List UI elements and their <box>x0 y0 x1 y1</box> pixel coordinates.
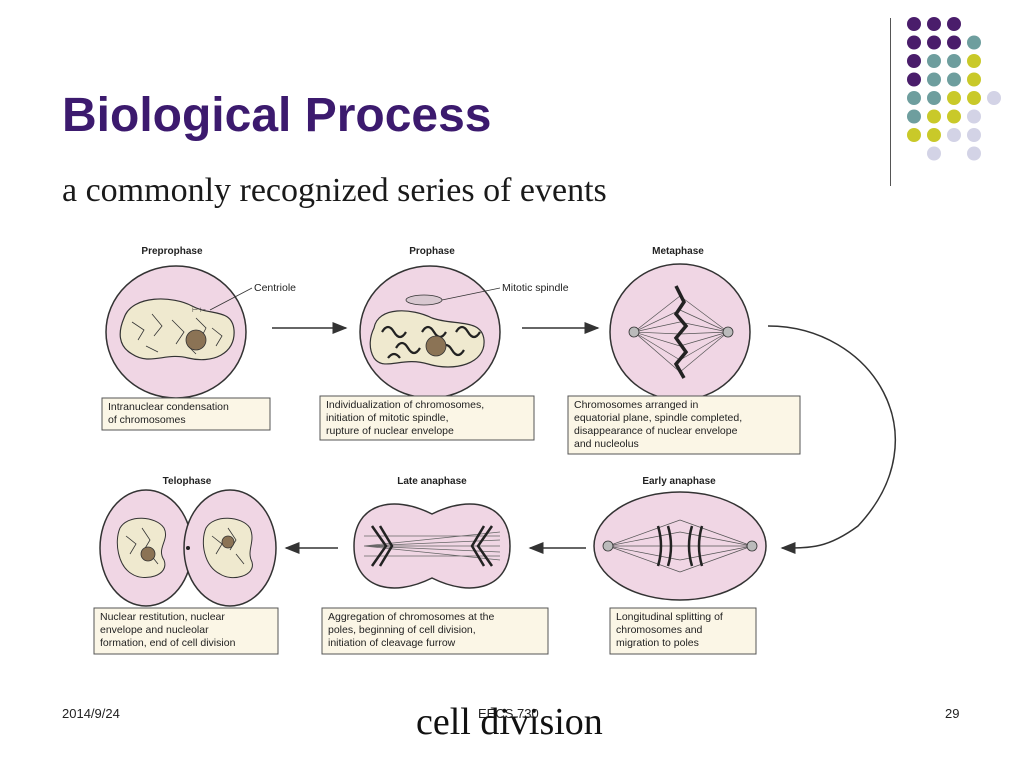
decorative-dot <box>967 54 981 68</box>
svg-text:initiation of cleavage furrow: initiation of cleavage furrow <box>328 637 456 649</box>
slide-subtitle: a commonly recognized series of events <box>62 172 607 209</box>
decorative-dot <box>967 146 981 161</box>
telophase-cells <box>99 489 277 607</box>
svg-text:⊢ ⊢: ⊢ ⊢ <box>192 307 206 314</box>
svg-text:Intranuclear condensation: Intranuclear condensation <box>108 401 229 413</box>
svg-text:equatorial plane, spindle comp: equatorial plane, spindle completed, <box>574 412 742 424</box>
arrow-metaphase-to-early-anaphase <box>767 325 897 554</box>
footer-course: EECS 730 <box>478 706 539 721</box>
decorative-dot <box>927 17 941 31</box>
decorative-dot <box>927 109 941 124</box>
decorative-dot <box>967 35 981 50</box>
svg-text:Chromosomes arranged in: Chromosomes arranged in <box>574 399 698 411</box>
decorative-dot-grid <box>907 17 1001 161</box>
svg-text:Individualization of chromosom: Individualization of chromosomes, <box>326 399 484 411</box>
decorative-dot <box>907 128 921 142</box>
phase-title-prophase: Prophase <box>409 246 455 257</box>
preprophase-cell: ⊢ ⊢ <box>105 265 247 399</box>
svg-text:rupture of nuclear envelope: rupture of nuclear envelope <box>326 425 454 437</box>
centriole-label: Centriole <box>254 282 296 294</box>
description-box-late-anaphase: Aggregation of chromosomes at the poles,… <box>321 607 549 655</box>
svg-text:Nuclear restitution, nuclear: Nuclear restitution, nuclear <box>100 611 225 623</box>
decorative-dot <box>947 109 961 124</box>
decorative-dot <box>927 72 941 87</box>
centriole-pointer <box>209 287 253 311</box>
svg-text:poles, beginning of cell divis: poles, beginning of cell division, <box>328 624 476 636</box>
description-box-early-anaphase: Longitudinal splitting of chromosomes an… <box>609 607 757 655</box>
decorative-dot <box>907 91 921 105</box>
decorative-dot <box>947 54 961 68</box>
decorative-dot <box>947 17 961 31</box>
decorative-dot <box>907 35 921 50</box>
prophase-cell <box>359 265 501 399</box>
diagram-caption: cell division <box>416 701 603 743</box>
decorative-dot <box>907 72 921 87</box>
description-box-metaphase: Chromosomes arranged in equatorial plane… <box>567 395 801 455</box>
metaphase-cell <box>609 263 751 401</box>
decorative-dot <box>927 54 941 68</box>
decorative-dot <box>907 54 921 68</box>
early-anaphase-cell <box>593 491 767 601</box>
description-box-telophase: Nuclear restitution, nuclear envelope an… <box>93 607 279 655</box>
decorative-dot <box>967 128 981 142</box>
description-box-prophase: Individualization of chromosomes, initia… <box>319 395 535 441</box>
decorative-dot <box>947 128 961 142</box>
phase-title-preprophase: Preprophase <box>141 246 203 257</box>
decorative-dot <box>947 35 961 50</box>
svg-text:initiation of mitotic spindle,: initiation of mitotic spindle, <box>326 412 449 424</box>
phase-title-late-anaphase: Late anaphase <box>397 476 467 487</box>
decorative-dot <box>927 35 941 50</box>
decorative-dot <box>967 109 981 124</box>
svg-text:envelope and nucleolar: envelope and nucleolar <box>100 624 209 636</box>
footer-date: 2014/9/24 <box>62 706 120 721</box>
slide-title: Biological Process <box>62 89 492 142</box>
decorative-dot <box>907 109 921 124</box>
svg-text:of chromosomes: of chromosomes <box>108 414 186 426</box>
decorative-dot <box>927 128 941 142</box>
phase-title-telophase: Telophase <box>163 476 212 487</box>
mitotic-spindle-pointer <box>441 287 501 301</box>
svg-text:Longitudinal splitting of: Longitudinal splitting of <box>616 611 723 623</box>
decorative-dot <box>927 146 941 161</box>
mitotic-spindle-label: Mitotic spindle <box>502 282 569 294</box>
decorative-dot <box>987 91 1001 105</box>
svg-text:formation, end of cell divisio: formation, end of cell division <box>100 637 236 649</box>
phase-title-early-anaphase: Early anaphase <box>642 476 716 487</box>
header-divider <box>890 18 891 186</box>
decorative-dot <box>947 72 961 87</box>
phase-title-metaphase: Metaphase <box>652 246 704 257</box>
decorative-dot <box>927 91 941 105</box>
late-anaphase-cell <box>353 503 511 589</box>
decorative-dot <box>967 91 981 105</box>
description-box-preprophase: Intranuclear condensation of chromosomes <box>101 397 271 431</box>
svg-text:and nucleolus: and nucleolus <box>574 438 639 450</box>
svg-text:Aggregation of chromosomes at: Aggregation of chromosomes at the <box>328 611 495 623</box>
decorative-dot <box>967 72 981 87</box>
svg-text:migration to poles: migration to poles <box>616 637 699 649</box>
decorative-dot <box>907 17 921 31</box>
footer-page-number: 29 <box>945 706 960 721</box>
decorative-dot <box>947 91 961 105</box>
cell-division-diagram: Preprophase Prophase Metaphase Early ana… <box>93 246 897 655</box>
svg-text:chromosomes and: chromosomes and <box>616 624 703 636</box>
svg-text:disappearance of nuclear envel: disappearance of nuclear envelope <box>574 425 738 437</box>
